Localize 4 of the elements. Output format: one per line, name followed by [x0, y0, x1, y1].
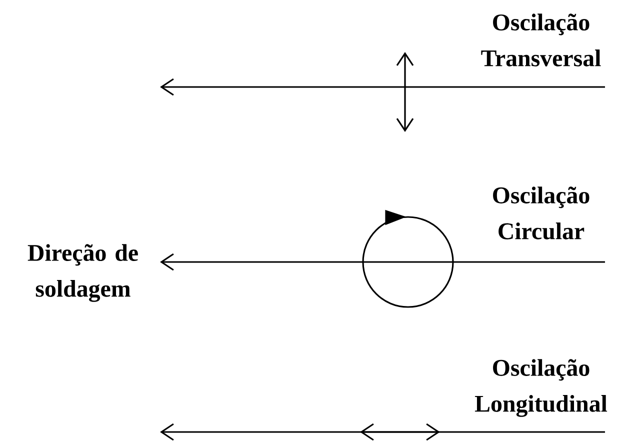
label: Oscilação Circular: [493, 186, 590, 240]
label: Oscilação Longitudinal: [474, 359, 608, 417]
label: Direção de soldagem: [28, 244, 138, 302]
label: Oscilação Transversal: [481, 14, 601, 66]
